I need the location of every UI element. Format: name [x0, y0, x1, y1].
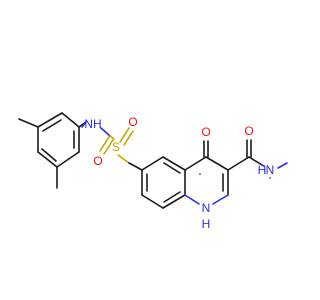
bond [248, 156, 263, 166]
sulfonamide-group [78, 121, 143, 171]
bond [100, 127, 111, 137]
benzyl-group [199, 162, 288, 175]
bond [61, 112, 80, 128]
double-bond-inner [163, 191, 181, 203]
bond [81, 121, 87, 128]
bond [162, 194, 186, 209]
bond [162, 156, 186, 171]
dimethylphenyl-ring [18, 112, 80, 189]
bond [184, 194, 200, 205]
pyridinone-ring [184, 140, 229, 205]
bond [56, 151, 80, 168]
atom-label: O [244, 124, 253, 138]
atom-label: O [201, 125, 210, 139]
atom-label: O [128, 115, 137, 129]
bond [128, 162, 143, 171]
quinolone-benzo-ring [141, 156, 186, 209]
double-bond-inner [41, 148, 57, 162]
bond [205, 156, 229, 171]
bond [277, 162, 288, 169]
atom-label: NH [84, 117, 101, 131]
double-bond [103, 139, 114, 155]
bond [37, 112, 63, 128]
bond [261, 164, 265, 167]
atom-label: O [93, 154, 102, 168]
atom-label: H [258, 163, 267, 177]
bond [109, 135, 115, 140]
carboxamide-group [227, 139, 265, 171]
bond [227, 156, 250, 171]
atom-label: H [202, 217, 211, 231]
atom-label: N [266, 163, 275, 177]
double-bond [123, 130, 134, 146]
double-bond [99, 136, 110, 152]
bond [117, 154, 130, 164]
double-bond-inner [163, 162, 181, 174]
methyl-bond [18, 118, 39, 128]
molecule-canvas: NH S O O O O N H N H [18, 112, 288, 231]
atom-label: S [112, 140, 120, 154]
atom-label: N [202, 201, 211, 215]
double-bond-inner [42, 119, 62, 132]
bond [37, 151, 58, 168]
double-bond [119, 127, 130, 143]
bond [141, 194, 164, 209]
bond [212, 194, 229, 205]
bond [184, 156, 207, 171]
bond [141, 156, 164, 171]
chemical-structure-diagram: NH S O O O O N H N H [18, 112, 288, 231]
